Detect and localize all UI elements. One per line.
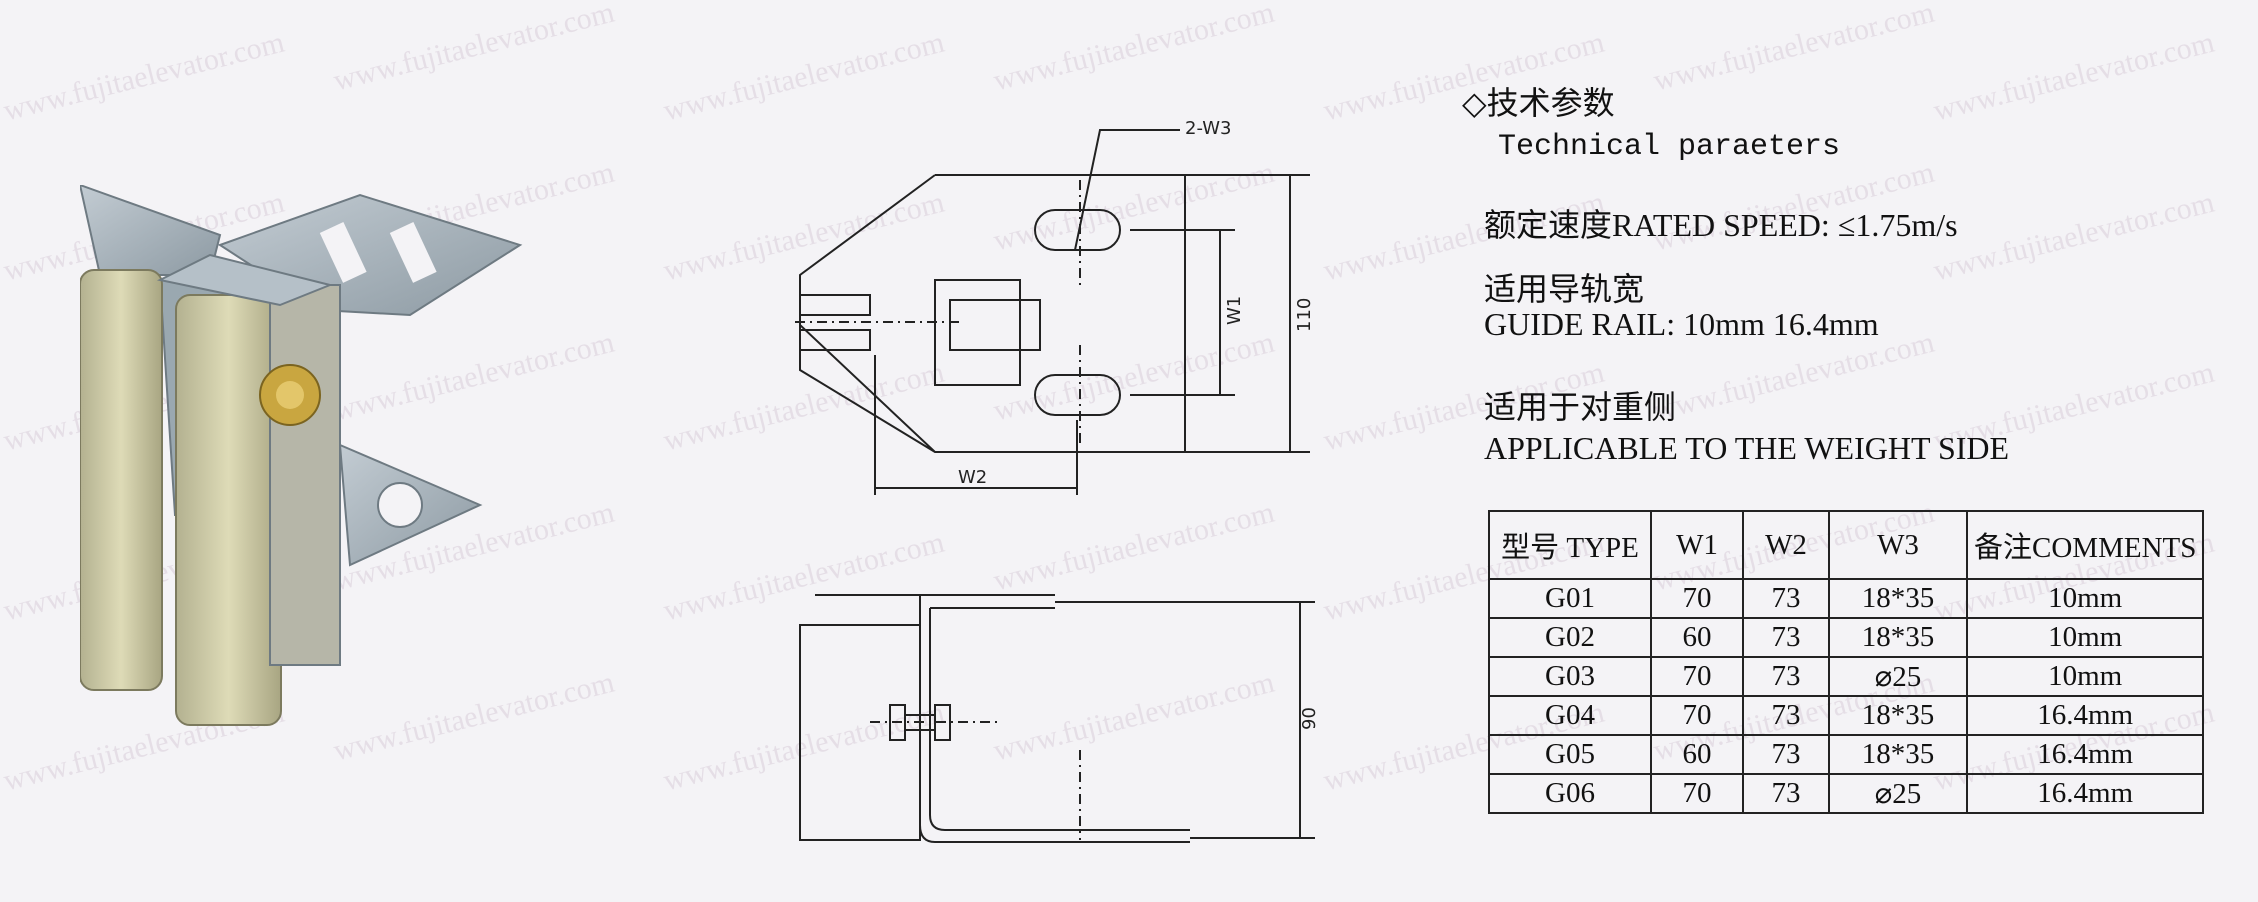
table-row: G06 70 73 ⌀25 16.4mm — [1488, 773, 2205, 814]
label-w1: W1 — [1224, 296, 1245, 325]
table-row: G03 70 73 ⌀25 10mm — [1488, 656, 2205, 697]
cell-w1: 70 — [1650, 656, 1744, 697]
cell-w2: 73 — [1742, 773, 1830, 814]
height-110-dimension — [1185, 174, 1310, 453]
rated-speed: 额定速度RATED SPEED: ≤1.75m/s — [1484, 207, 1958, 243]
watermark-text: www.fujitaelevator.com — [0, 25, 288, 128]
cell-comments: 10mm — [1965, 617, 2205, 658]
w2-dimension — [874, 355, 1078, 495]
cell-w2: 73 — [1742, 695, 1830, 736]
spec-heading-cn: 技术参数 — [1486, 85, 1615, 121]
watermark-text: www.fujitaelevator.com — [1650, 0, 1938, 98]
cell-type: G01 — [1488, 578, 1652, 619]
guide-rail-cn: 适用导轨宽 — [1484, 271, 1645, 307]
slot-upper — [1034, 209, 1121, 251]
cell-w3: ⌀25 — [1828, 773, 1968, 814]
slot-lower — [1034, 374, 1121, 416]
table-row: G02 60 73 18*35 10mm — [1488, 617, 2205, 658]
spec-heading: ◇技术参数 — [1462, 78, 1615, 124]
header-type: 型号 TYPE — [1488, 510, 1652, 580]
header-w3: W3 — [1828, 510, 1968, 580]
weight-side-cn: 适用于对重侧 — [1484, 389, 1677, 425]
cell-w1: 70 — [1650, 695, 1744, 736]
weight-side-en: APPLICABLE TO THE WEIGHT SIDE — [1484, 430, 2010, 466]
cell-w3: 18*35 — [1828, 578, 1968, 619]
cell-w2: 73 — [1742, 617, 1830, 658]
cell-w1: 60 — [1650, 617, 1744, 658]
header-comments: 备注COMMENTS — [1965, 510, 2205, 580]
label-w2: W2 — [958, 467, 987, 488]
cell-w3: ⌀25 — [1828, 656, 1968, 697]
cell-comments: 16.4mm — [1965, 734, 2205, 775]
watermark-text: www.fujitaelevator.com — [1930, 185, 2218, 288]
type-table: 型号 TYPE W1 W2 W3 备注COMMENTS G01 70 73 18… — [1488, 510, 2205, 814]
cell-w1: 70 — [1650, 773, 1744, 814]
cell-w1: 70 — [1650, 578, 1744, 619]
cell-type: G04 — [1488, 695, 1652, 736]
label-2-w3: 2-W3 — [1185, 118, 1231, 139]
table-header-row: 型号 TYPE W1 W2 W3 备注COMMENTS — [1488, 510, 2205, 580]
cell-w3: 18*35 — [1828, 695, 1968, 736]
label-110: 110 — [1294, 298, 1315, 332]
cell-comments: 16.4mm — [1965, 773, 2205, 814]
cell-type: G02 — [1488, 617, 1652, 658]
table-row: G04 70 73 18*35 16.4mm — [1488, 695, 2205, 736]
w1-dimension — [1130, 229, 1235, 396]
top-view-outline — [799, 174, 1186, 453]
cell-w3: 18*35 — [1828, 734, 1968, 775]
spec-heading-en: Technical paraeters — [1498, 130, 1841, 164]
cell-w1: 60 — [1650, 734, 1744, 775]
guide-rail-en: GUIDE RAIL: 10mm 16.4mm — [1484, 306, 1879, 342]
side-view-outline — [799, 594, 1190, 843]
cell-w3: 18*35 — [1828, 617, 1968, 658]
cell-type: G03 — [1488, 656, 1652, 697]
cell-comments: 10mm — [1965, 656, 2205, 697]
cell-comments: 10mm — [1965, 578, 2205, 619]
cell-w2: 73 — [1742, 656, 1830, 697]
header-w2: W2 — [1742, 510, 1830, 580]
table-row: G05 60 73 18*35 16.4mm — [1488, 734, 2205, 775]
technical-drawing: 2-W3 W1 110 W2 90 — [795, 118, 1320, 843]
watermark-text: www.fujitaelevator.com — [990, 0, 1278, 98]
guide-shoe-product-image — [80, 185, 523, 726]
table-row: G01 70 73 18*35 10mm — [1488, 578, 2205, 619]
cell-w2: 73 — [1742, 734, 1830, 775]
cell-type: G06 — [1488, 773, 1652, 814]
label-90: 90 — [1299, 707, 1320, 730]
cell-type: G05 — [1488, 734, 1652, 775]
cell-w2: 73 — [1742, 578, 1830, 619]
header-w1: W1 — [1650, 510, 1744, 580]
cell-comments: 16.4mm — [1965, 695, 2205, 736]
diamond-icon: ◇ — [1462, 85, 1487, 121]
watermark-text: www.fujitaelevator.com — [1930, 25, 2218, 128]
height-90-dimension — [1055, 601, 1315, 839]
watermark-text: www.fujitaelevator.com — [330, 0, 618, 98]
